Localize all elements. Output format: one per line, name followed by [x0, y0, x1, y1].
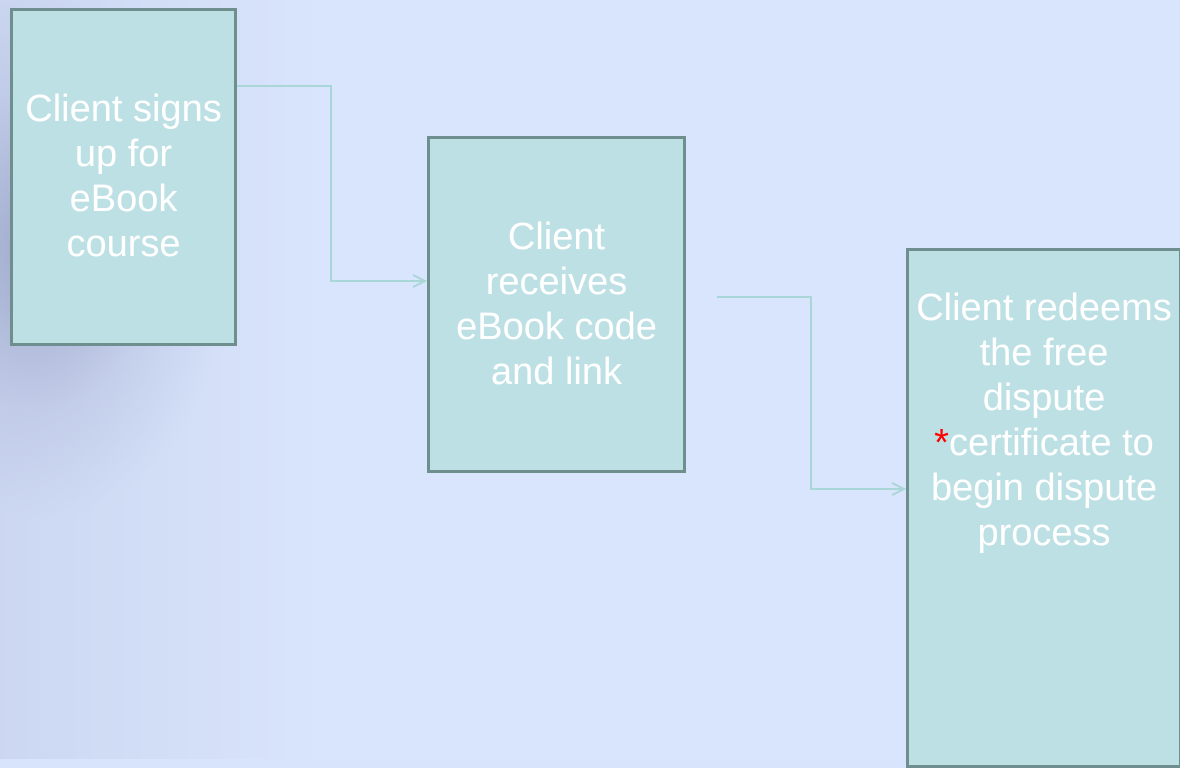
step-box-receive: Client receives eBook code and link: [427, 136, 686, 473]
connector-step2-to-step3: [717, 296, 904, 490]
step-text-signup: Client signs up for eBook course: [25, 88, 222, 265]
step-text-redeem-prefix: Client redeems the free dispute: [916, 287, 1172, 419]
arrowhead-step3: [891, 482, 907, 496]
asterisk-marker: *: [934, 422, 949, 464]
step-text-redeem-suffix: certificate to begin dispute process: [930, 422, 1158, 554]
step-box-signup: Client signs up for eBook course: [10, 8, 237, 346]
connector-step1-to-step2: [237, 85, 425, 282]
step-box-redeem: Client redeems the free dispute *certifi…: [906, 248, 1180, 768]
step-text-receive: Client receives eBook code and link: [456, 215, 657, 393]
arrowhead-step2: [412, 274, 428, 288]
step-text-redeem: Client redeems the free dispute *certifi…: [915, 286, 1173, 556]
